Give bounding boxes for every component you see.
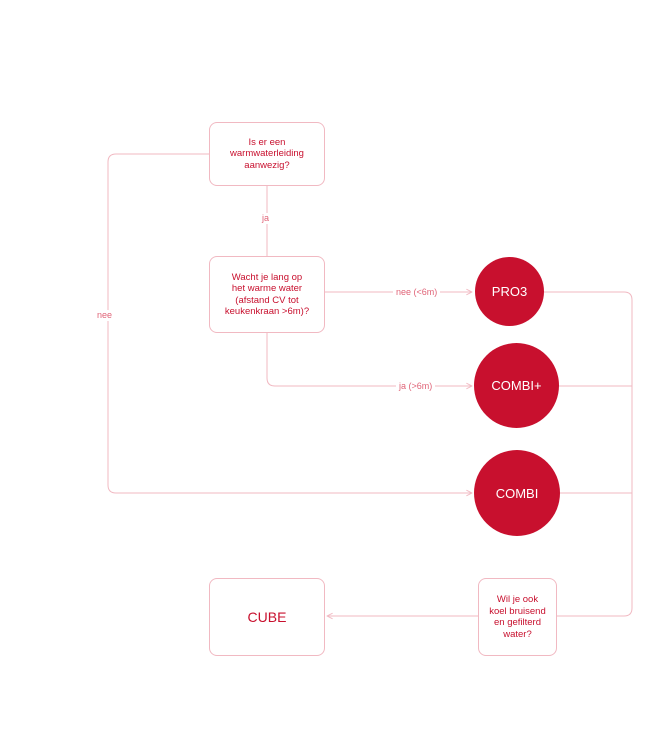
question-water-line-text: Is er een warmwaterleiding aanwezig? — [230, 136, 304, 171]
question-wait-box: Wacht je lang op het warme water (afstan… — [209, 256, 325, 333]
product-combi-text: COMBI — [495, 485, 539, 501]
edge-label-ja-gt6m: ja (>6m) — [396, 381, 436, 392]
question-wait-text: Wacht je lang op het warme water (afstan… — [224, 271, 310, 318]
product-cube-text: CUBE — [247, 609, 287, 625]
product-combiplus-text: COMBI+ — [491, 378, 542, 393]
edge-label-nee-lt6m: nee (<6m) — [393, 287, 441, 298]
product-combiplus-node: COMBI+ — [474, 343, 559, 428]
edge-label-ja: ja — [259, 213, 273, 224]
connector-q1-combi — [107, 153, 472, 493]
edge-label-nee: nee — [94, 310, 116, 321]
question-sparkling-box: Wil je ook koel bruisend en gefilterd wa… — [478, 578, 557, 656]
product-combi-node: COMBI — [474, 450, 560, 536]
question-sparkling-text: Wil je ook koel bruisend en gefilterd wa… — [489, 594, 546, 640]
connector-q2-combiplus — [266, 333, 472, 386]
product-cube-box: CUBE — [209, 578, 325, 656]
product-pro3-text: PRO3 — [491, 284, 528, 299]
connector-collector-right — [541, 291, 633, 617]
question-water-line-box: Is er een warmwaterleiding aanwezig? — [209, 122, 325, 186]
product-pro3-node: PRO3 — [475, 257, 544, 326]
